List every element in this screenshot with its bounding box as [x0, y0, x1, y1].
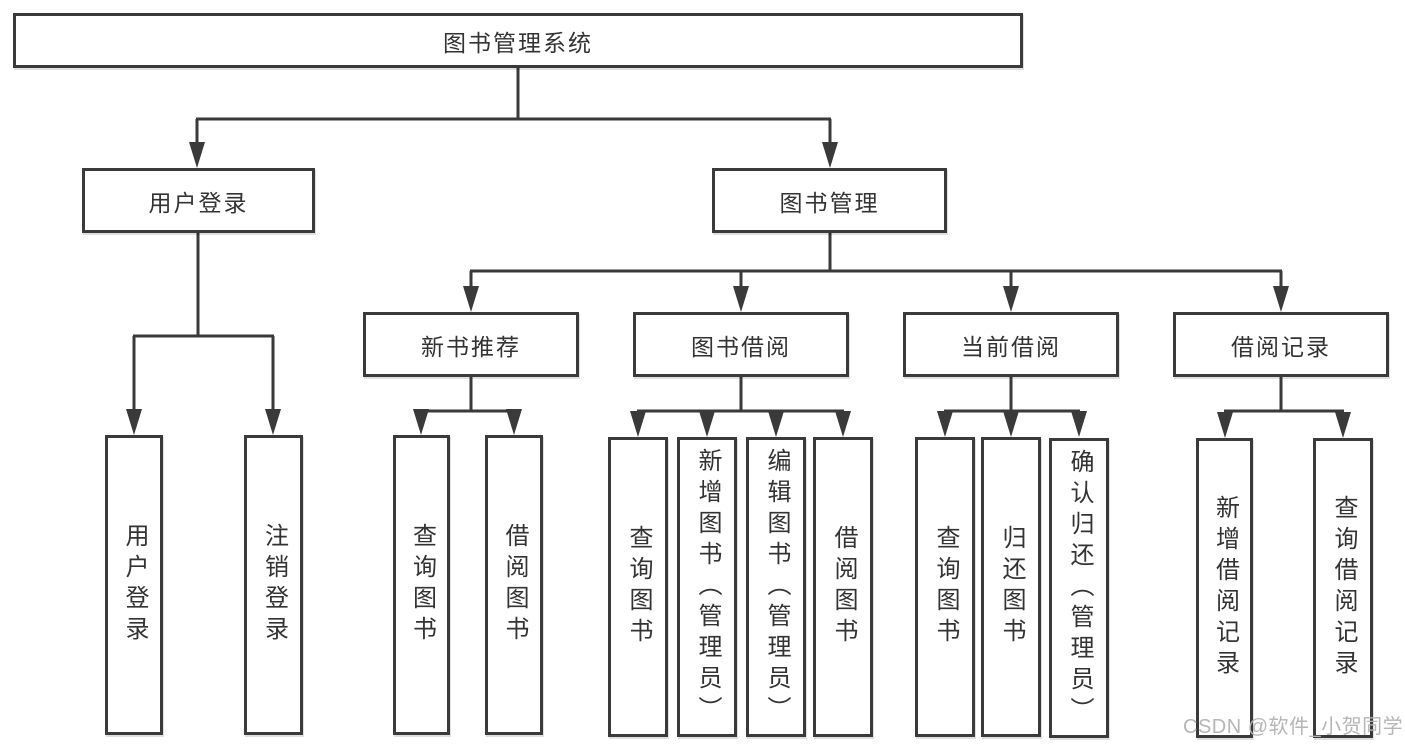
node-new-book-recommend: 新书推荐	[363, 312, 579, 377]
node-borrowing-records: 借阅记录	[1173, 312, 1389, 377]
csdn-watermark: CSDN @软件_小贺同学	[1183, 716, 1404, 738]
leaf-query-books-recommend: 查询图书	[393, 435, 450, 735]
leaf-add-borrow-record: 新增借阅记录	[1196, 438, 1253, 738]
node-user-login: 用户登录	[82, 168, 315, 233]
leaf-borrow-books-borrowing: 借阅图书	[813, 437, 873, 737]
leaf-edit-book-admin: 编辑图书（管理员）	[746, 437, 806, 737]
leaf-query-borrow-record: 查询借阅记录	[1313, 438, 1373, 738]
leaf-return-book: 归还图书	[981, 437, 1041, 737]
node-book-borrowing: 图书借阅	[633, 312, 849, 377]
leaf-confirm-return-admin: 确认归还（管理员）	[1049, 438, 1109, 738]
leaf-query-books-current: 查询图书	[915, 437, 975, 737]
node-current-borrowing: 当前借阅	[903, 312, 1119, 377]
node-root-system: 图书管理系统	[13, 13, 1023, 68]
node-book-management: 图书管理	[712, 168, 947, 233]
leaf-query-books-borrowing: 查询图书	[608, 437, 668, 737]
leaf-user-login: 用户登录	[105, 435, 163, 735]
leaf-logout: 注销登录	[244, 435, 303, 735]
leaf-add-book-admin: 新增图书（管理员）	[677, 437, 737, 737]
leaf-borrow-books-recommend: 借阅图书	[485, 435, 543, 735]
